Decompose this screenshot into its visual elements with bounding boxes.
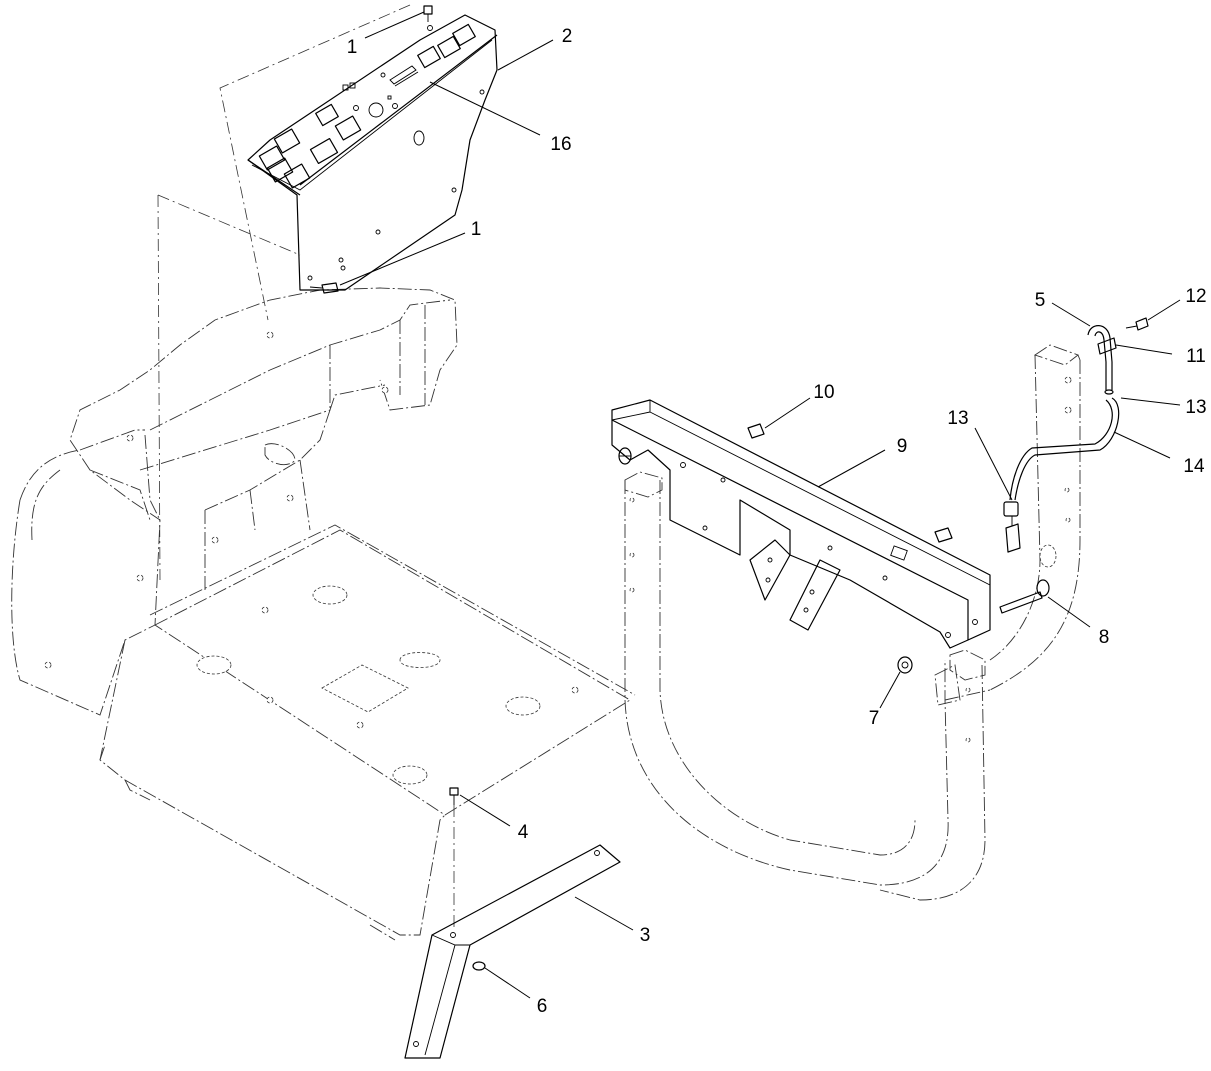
fitting-13: [1003, 501, 1021, 553]
callout-10: 10: [813, 382, 834, 403]
phantom-seat-deck: [11, 287, 636, 941]
bracket: [404, 844, 621, 1059]
callout-7: 7: [869, 708, 880, 729]
callout-1-bottom: 1: [471, 219, 482, 240]
screw-12: [1125, 317, 1149, 331]
callout-2: 2: [562, 26, 573, 47]
phantom-rear-frame: [624, 344, 1081, 901]
callout-13-right: 13: [1185, 397, 1206, 418]
hose-5: [1087, 325, 1114, 395]
callout-14: 14: [1183, 456, 1205, 477]
callout-3: 3: [640, 925, 651, 946]
callout-8: 8: [1099, 627, 1110, 648]
washer-6: [472, 961, 486, 971]
callout-labels: 1 1 2 16 3 4 5 6 7 8 9 10 11 12 13 13 14: [347, 26, 1207, 1017]
callout-13-left: 13: [947, 408, 968, 429]
leader-lines: [339, 11, 1181, 999]
clamp-11: [1097, 337, 1117, 355]
control-panel: [247, 14, 498, 291]
assembly-centerlines: [157, 4, 455, 930]
callout-11: 11: [1186, 346, 1206, 367]
tube-14: [1009, 397, 1120, 501]
bolt-mid: [934, 527, 953, 543]
cross-bar: [611, 399, 991, 649]
callout-4: 4: [518, 822, 529, 843]
callout-12: 12: [1185, 286, 1206, 307]
callout-6: 6: [537, 996, 548, 1017]
screw-bottom: [309, 282, 339, 294]
callout-9: 9: [897, 436, 908, 457]
callout-1-top: 1: [347, 37, 358, 58]
bolt-10: [747, 423, 765, 439]
callout-5: 5: [1035, 290, 1046, 311]
screw-4: [449, 787, 459, 805]
nut-7: [897, 656, 913, 674]
bolt-8: [999, 579, 1050, 614]
screw-top: [423, 5, 433, 22]
callout-16: 16: [550, 134, 571, 155]
